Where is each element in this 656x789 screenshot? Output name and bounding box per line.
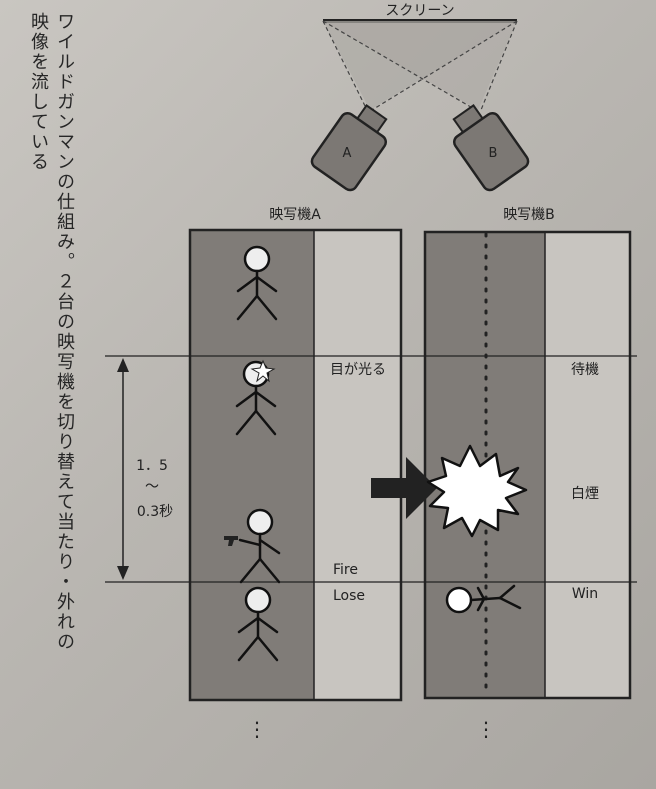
- timing-arrow: [117, 358, 129, 580]
- film-b-frame: [423, 230, 632, 700]
- continuation-a: ⋮: [247, 717, 267, 741]
- film-a-frame: [188, 228, 403, 702]
- switch-arrow-icon: [371, 457, 437, 519]
- caption-line-2: 映像を流している: [28, 12, 49, 172]
- caption-line-1: ワイルドガンマンの仕組み。２台の映写機を切り替えて当たり・外れの: [54, 12, 75, 652]
- fallen-figure: [445, 584, 522, 614]
- gunman-lose-figure: [237, 586, 279, 662]
- beam-b: [323, 21, 517, 110]
- eye-flash-icon: [250, 359, 276, 383]
- beam-a-right-edge: [371, 20, 518, 111]
- beam-a-left-edge: [322, 20, 368, 111]
- screen-label: スクリーン: [385, 3, 454, 19]
- film-a-light-column: [314, 230, 401, 700]
- label-lose: Lose: [333, 588, 365, 604]
- film-strip-a: [188, 228, 403, 702]
- timing-value: 1．5: [136, 458, 168, 474]
- projector-a-icon: [310, 104, 388, 192]
- label-eyes-flash: 目が光る: [330, 362, 386, 378]
- label-fire: Fire: [333, 562, 358, 578]
- projector-b-icon: [452, 104, 530, 192]
- projector-a-title: 映写機A: [269, 207, 321, 223]
- pistol-icon: [224, 536, 238, 546]
- film-b-light-column: [545, 232, 630, 698]
- label-standby: 待機: [571, 362, 599, 378]
- timing-tilde: ～: [145, 479, 159, 495]
- projector-a-letter: A: [343, 146, 352, 161]
- projector-b-title: 映写機B: [503, 207, 555, 223]
- projection-beams: [322, 20, 518, 111]
- label-white-smoke: 白煙: [571, 486, 599, 502]
- continuation-b: ⋮: [476, 717, 496, 741]
- timing-end: 0.3秒: [137, 504, 173, 520]
- beam-a: [323, 21, 517, 110]
- explosion-burst-icon: [426, 444, 528, 538]
- gunman-standing-figure: [236, 245, 278, 321]
- beam-b-left-edge: [322, 20, 477, 111]
- gunman-draw-figure: [238, 508, 281, 584]
- label-win: Win: [572, 586, 598, 602]
- beam-b-right-edge: [480, 20, 518, 111]
- projector-b-letter: B: [489, 146, 498, 161]
